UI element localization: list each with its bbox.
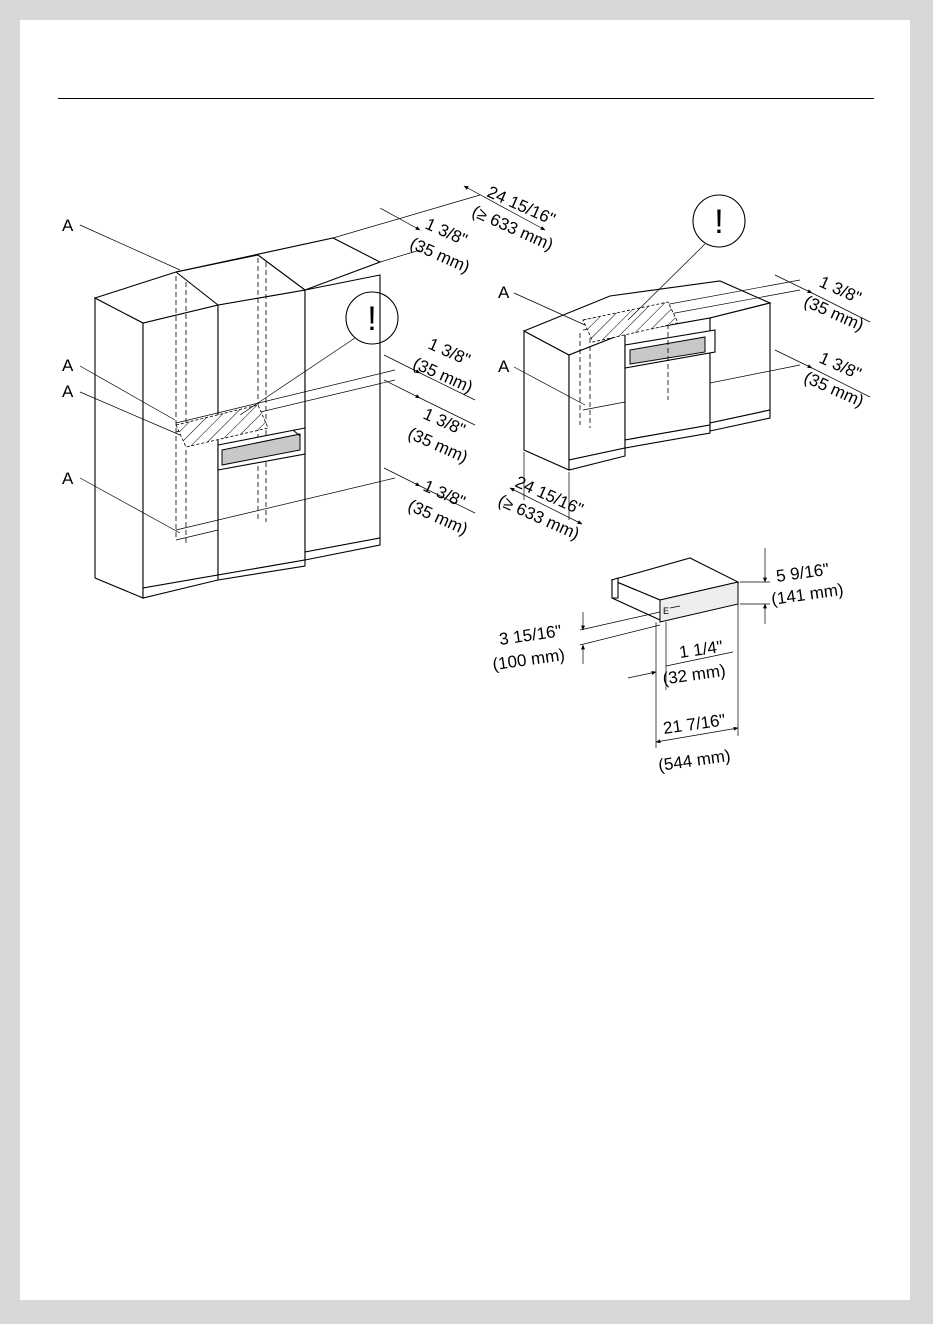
- drawer-rim: [612, 578, 618, 598]
- callout-a-top: A: [62, 216, 74, 235]
- drawer-detail: E 5 9/16" (141 mm) 3 15/16" (100 mm) 1 1…: [488, 548, 845, 775]
- base-cabinet-unit: [524, 280, 800, 470]
- drawer-depth-mm: (544 mm): [657, 746, 732, 775]
- drawer-depth-in: 21 7/16": [662, 710, 727, 738]
- callout-a-upper: A: [62, 356, 74, 375]
- warning-mark: !: [367, 300, 376, 338]
- drawer-front-mm: (100 mm): [491, 645, 566, 674]
- base-warning-mark: !: [714, 203, 723, 241]
- callout-a-bottom: A: [62, 469, 74, 488]
- base-callout-a-top: A: [498, 283, 510, 302]
- base-left-door: [569, 333, 625, 460]
- left-side-panel: [95, 298, 143, 598]
- callout-a-middle: A: [62, 382, 74, 401]
- drawer-badge: E: [663, 606, 669, 616]
- left-door: [143, 305, 218, 588]
- drawer-offset-in: 1 1/4": [678, 637, 724, 662]
- base-callout-a-bottom: A: [498, 357, 510, 376]
- base-right-door: [710, 303, 770, 423]
- drawer-front-in: 3 15/16": [498, 621, 563, 649]
